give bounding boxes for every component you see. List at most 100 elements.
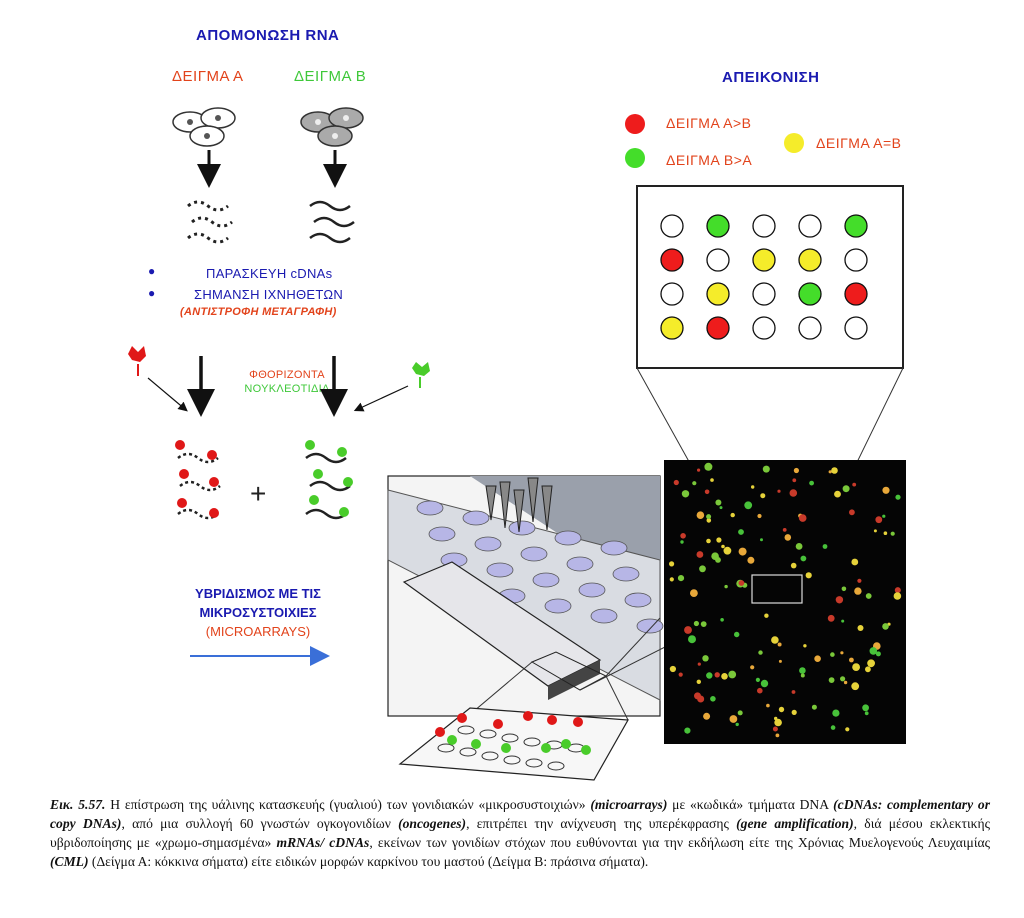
caption-term-gene-amp: (gene amplification) [736, 816, 854, 831]
scan-spot [894, 587, 901, 594]
scan-spot [706, 538, 711, 544]
scan-spot [747, 556, 755, 564]
scan-spot [890, 531, 895, 536]
scan-spot [893, 592, 902, 600]
scan-spot [684, 727, 691, 734]
scan-spot [699, 565, 706, 573]
legend-yellow-dot [784, 133, 804, 153]
scan-spot [738, 529, 744, 535]
spot-white [798, 316, 822, 340]
spot-white [660, 214, 684, 238]
scan-spot [857, 578, 862, 583]
scan-spot [706, 518, 712, 523]
legend-a-eq-b-label: ΔΕΙΓΜΑ Α=Β [816, 135, 902, 151]
scan-spot [766, 703, 770, 708]
scan-spot [777, 489, 781, 493]
plate-well [508, 520, 536, 536]
scan-spot [799, 667, 806, 674]
scan-spot [830, 725, 836, 730]
scan-spot [845, 727, 850, 732]
scan-spot [757, 513, 762, 519]
spot-white [706, 248, 730, 272]
scan-spot [862, 704, 869, 712]
scan-spot [760, 679, 769, 688]
scan-spot [882, 486, 890, 494]
scan-spot [762, 465, 770, 473]
legend-b-gt-a-label: ΔΕΙΓΜΑ Β>Α [666, 152, 753, 168]
scan-spot [771, 636, 779, 644]
plate-well [554, 530, 582, 546]
spot-white [844, 316, 868, 340]
scan-spot [737, 710, 743, 716]
scan-spot [873, 529, 877, 533]
scan-spot [716, 537, 722, 543]
scan-spot [730, 512, 735, 518]
scan-spot [869, 647, 878, 655]
scan-spot [696, 511, 705, 519]
scan-spot [852, 482, 857, 487]
scan-spot [854, 587, 862, 595]
spot-yellow [752, 248, 776, 272]
scan-spot [669, 577, 674, 582]
scan-spot [702, 655, 709, 662]
scan-spot [895, 494, 901, 500]
scan-spot [832, 709, 840, 717]
scan-spot [805, 572, 812, 579]
scan-spot [789, 489, 798, 497]
scan-spot [778, 659, 782, 663]
legend-red-dot [625, 114, 645, 134]
scan-spot [834, 490, 841, 498]
scan-spot [684, 626, 692, 634]
caption-text-2: με «κωδικά» τμήματα DNA [667, 797, 834, 812]
scan-spot [778, 706, 785, 713]
caption-term-cdnas: (cDNAs: complementary or copy DNAs) [50, 797, 990, 831]
scan-spot [688, 635, 696, 644]
plus-sign: + [250, 478, 267, 509]
spot-red [844, 282, 868, 306]
scan-spot [700, 621, 707, 627]
spot-green [798, 282, 822, 306]
rna-isolation-title: ΑΠΟΜΟΝΩΣΗ RNA [196, 27, 340, 44]
rna-a-strands-icon [187, 200, 233, 244]
spot-white [752, 316, 776, 340]
scan-spot [735, 722, 739, 727]
scan-spot [714, 672, 720, 678]
scan-spot [875, 651, 881, 657]
plate-well [416, 500, 444, 516]
scan-spot [715, 499, 722, 506]
scan-spot [867, 659, 875, 668]
zoomed-array-panel [636, 185, 904, 369]
plate-well [486, 562, 514, 578]
scan-spot [721, 544, 725, 549]
scan-spot [795, 543, 803, 550]
scan-spot [882, 514, 886, 518]
scan-spot [697, 662, 701, 666]
scan-zoom-box [751, 574, 803, 604]
spot-white [798, 214, 822, 238]
scan-spot [681, 490, 690, 498]
caption-term-oncogenes: (oncogenes) [398, 816, 467, 831]
caption-fig-label: Εικ. 5.57. [50, 797, 106, 812]
scan-spot [840, 676, 846, 682]
scan-spot [800, 673, 805, 678]
plate-well [566, 556, 594, 572]
scan-spot [692, 481, 697, 486]
scan-spot [764, 613, 769, 618]
bullet-1: ● [148, 264, 156, 278]
fluorescent-nucleotides-label: ΦΘΟΡΙΖΟΝΤΑ ΝΟΥΚΛΕΟΤΙΔΙΑ [232, 368, 342, 396]
labeled-cdna-b-icon [305, 440, 353, 520]
scan-spot [814, 655, 821, 662]
labeled-cdna-a-icon [175, 440, 221, 520]
figure-caption: Εικ. 5.57. Η επίστρωση της υάλινης κατασ… [50, 795, 990, 871]
scan-spot [757, 687, 763, 694]
scan-spot [790, 562, 797, 569]
microarray-scan-image [664, 460, 906, 744]
scan-spot [841, 586, 847, 592]
scan-spot [803, 644, 807, 648]
scan-spot [744, 501, 753, 510]
hybridization-zoom-illustration [398, 707, 629, 781]
legend-a-gt-b-label: ΔΕΙΓΜΑ Α>Β [666, 115, 752, 131]
spot-yellow [798, 248, 822, 272]
scan-spot [738, 580, 745, 586]
spot-green [706, 214, 730, 238]
